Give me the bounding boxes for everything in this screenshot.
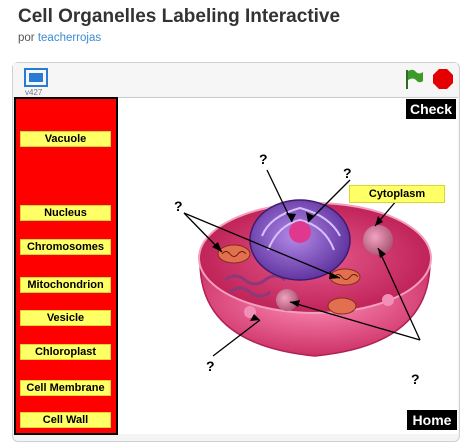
- version-label: v427: [25, 88, 43, 97]
- placed-label-cytoplasm[interactable]: Cytoplasm: [349, 185, 445, 203]
- question-mark-membrane[interactable]: ?: [206, 358, 215, 374]
- fullscreen-icon[interactable]: [24, 68, 48, 88]
- by-prefix: por: [18, 32, 35, 44]
- label-chromosomes[interactable]: Chromosomes: [20, 239, 111, 255]
- project-title: Cell Organelles Labeling Interactive: [18, 6, 341, 27]
- question-mark-nucleus[interactable]: ?: [259, 151, 268, 167]
- question-mark-chromosomes[interactable]: ?: [343, 165, 352, 181]
- label-cell-wall[interactable]: Cell Wall: [20, 412, 111, 428]
- home-button[interactable]: Home: [407, 410, 457, 430]
- author-link[interactable]: teacherrojas: [37, 32, 102, 44]
- label-nucleus[interactable]: Nucleus: [20, 205, 111, 221]
- byline: por teacherrojas: [18, 32, 101, 44]
- player-toolbar: [13, 63, 457, 96]
- question-mark-mitochondrion[interactable]: ?: [174, 198, 183, 214]
- question-mark-vesicle[interactable]: ?: [411, 371, 420, 387]
- label-vesicle[interactable]: Vesicle: [20, 310, 111, 326]
- project-header: [0, 0, 460, 60]
- label-bank: [14, 97, 118, 435]
- label-cell-membrane[interactable]: Cell Membrane: [20, 380, 111, 396]
- stop-sign-icon[interactable]: [433, 69, 453, 89]
- green-flag-icon[interactable]: [403, 68, 425, 90]
- label-chloroplast[interactable]: Chloroplast: [20, 344, 111, 360]
- check-button[interactable]: Check: [406, 99, 456, 119]
- label-mitochondrion[interactable]: Mitochondrion: [20, 277, 111, 293]
- label-vacuole[interactable]: Vacuole: [20, 131, 111, 147]
